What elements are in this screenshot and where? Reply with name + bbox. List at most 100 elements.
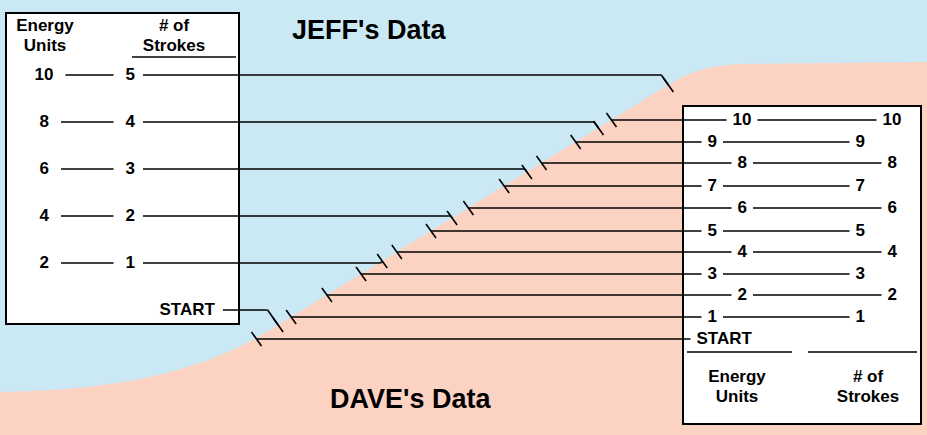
leader-line	[223, 309, 268, 311]
slope-tick	[663, 78, 673, 92]
slope-tick	[447, 211, 457, 225]
leader-line	[525, 169, 527, 172]
leader-line	[143, 262, 381, 264]
leader-line	[661, 75, 668, 85]
slope-tick	[392, 245, 402, 259]
leader-line	[397, 251, 732, 253]
table-value: 8	[738, 153, 747, 173]
leader-line	[504, 185, 701, 187]
leader-line	[542, 162, 732, 164]
column-header: # of Strokes	[828, 367, 908, 407]
slope-tick	[537, 156, 547, 170]
table-value: 6	[738, 198, 747, 218]
table-value: 5	[126, 65, 135, 85]
table-value: 6	[888, 198, 897, 218]
column-header: # of Strokes	[134, 16, 214, 56]
slope-tick	[252, 332, 262, 346]
slope-tick	[286, 310, 296, 324]
pair-dash	[61, 168, 114, 170]
table-value: 3	[126, 159, 135, 179]
table-value: 1	[856, 307, 865, 327]
table-value: 5	[708, 221, 717, 241]
pair-line	[723, 316, 850, 318]
leader-line	[611, 119, 726, 121]
leader-line	[291, 316, 701, 318]
slope-tick	[499, 179, 509, 193]
leader-line	[143, 121, 594, 123]
table-value: 10	[35, 65, 54, 85]
leader-line	[143, 215, 451, 217]
table-value: 8	[40, 112, 49, 132]
slope-tick	[593, 121, 603, 135]
slope-tick	[606, 113, 616, 127]
table-value: 4	[888, 242, 897, 262]
pair-line	[753, 294, 882, 296]
leader-line	[268, 310, 279, 325]
pair-line	[753, 251, 882, 253]
row-label: START	[160, 300, 215, 320]
table-value: 2	[888, 285, 897, 305]
leader-line	[468, 207, 731, 209]
pair-dash	[65, 74, 113, 76]
dave-data-table: 1010998877665544332211STARTEnergy Units#…	[682, 105, 922, 425]
jeff-data-table: Energy Units # of Strokes 10 5 8 4 6 3 4 2 2 1START	[5, 12, 240, 325]
pair-dash	[61, 121, 114, 123]
table-value: 1	[126, 253, 135, 273]
slope-tick	[463, 201, 473, 215]
slope-tick	[571, 135, 581, 149]
leader-line	[594, 122, 598, 128]
header-rule	[687, 351, 792, 353]
pair-line	[723, 141, 850, 143]
column-header: Energy Units	[10, 16, 80, 56]
pair-line	[757, 119, 876, 121]
slope-tick	[356, 267, 366, 281]
leader-line	[143, 74, 661, 76]
leader-line	[451, 216, 452, 218]
pair-line	[723, 185, 850, 187]
column-header: Energy Units	[702, 367, 772, 407]
table-value: 10	[883, 110, 902, 130]
table-value: 6	[40, 159, 49, 179]
slope-tick	[322, 288, 332, 302]
table-value: 5	[856, 221, 865, 241]
table-title: DAVE's Data	[330, 383, 490, 415]
slope-tick	[426, 224, 436, 238]
table-value: 8	[888, 153, 897, 173]
slope-tick	[377, 254, 387, 268]
pair-line	[723, 273, 850, 275]
pair-line	[753, 162, 882, 164]
header-rule	[808, 351, 917, 353]
pair-line	[753, 207, 882, 209]
table-value: 7	[856, 176, 865, 196]
leader-line	[327, 294, 732, 296]
leader-line	[381, 261, 382, 263]
table-value: 3	[708, 264, 717, 284]
table-value: 7	[708, 176, 717, 196]
row-label: START	[697, 329, 752, 349]
pair-line	[723, 230, 850, 232]
table-value: 4	[40, 206, 49, 226]
pair-dash	[61, 262, 114, 264]
leader-line	[361, 273, 701, 275]
table-value: 10	[733, 110, 752, 130]
table-value: 2	[40, 253, 49, 273]
leader-line	[257, 338, 691, 340]
table-value: 9	[708, 132, 717, 152]
leader-line	[431, 230, 702, 232]
table-value: 2	[738, 285, 747, 305]
header-rule	[132, 56, 236, 58]
pair-dash	[61, 215, 114, 217]
slope-tick	[522, 165, 532, 179]
table-value: 9	[856, 132, 865, 152]
table-title: JEFF's Data	[292, 14, 445, 46]
leader-line	[576, 141, 702, 143]
table-value: 4	[126, 112, 135, 132]
table-value: 4	[738, 242, 747, 262]
table-value: 1	[708, 307, 717, 327]
slope-tick	[273, 318, 283, 332]
table-value: 2	[126, 206, 135, 226]
leader-line	[143, 168, 525, 170]
